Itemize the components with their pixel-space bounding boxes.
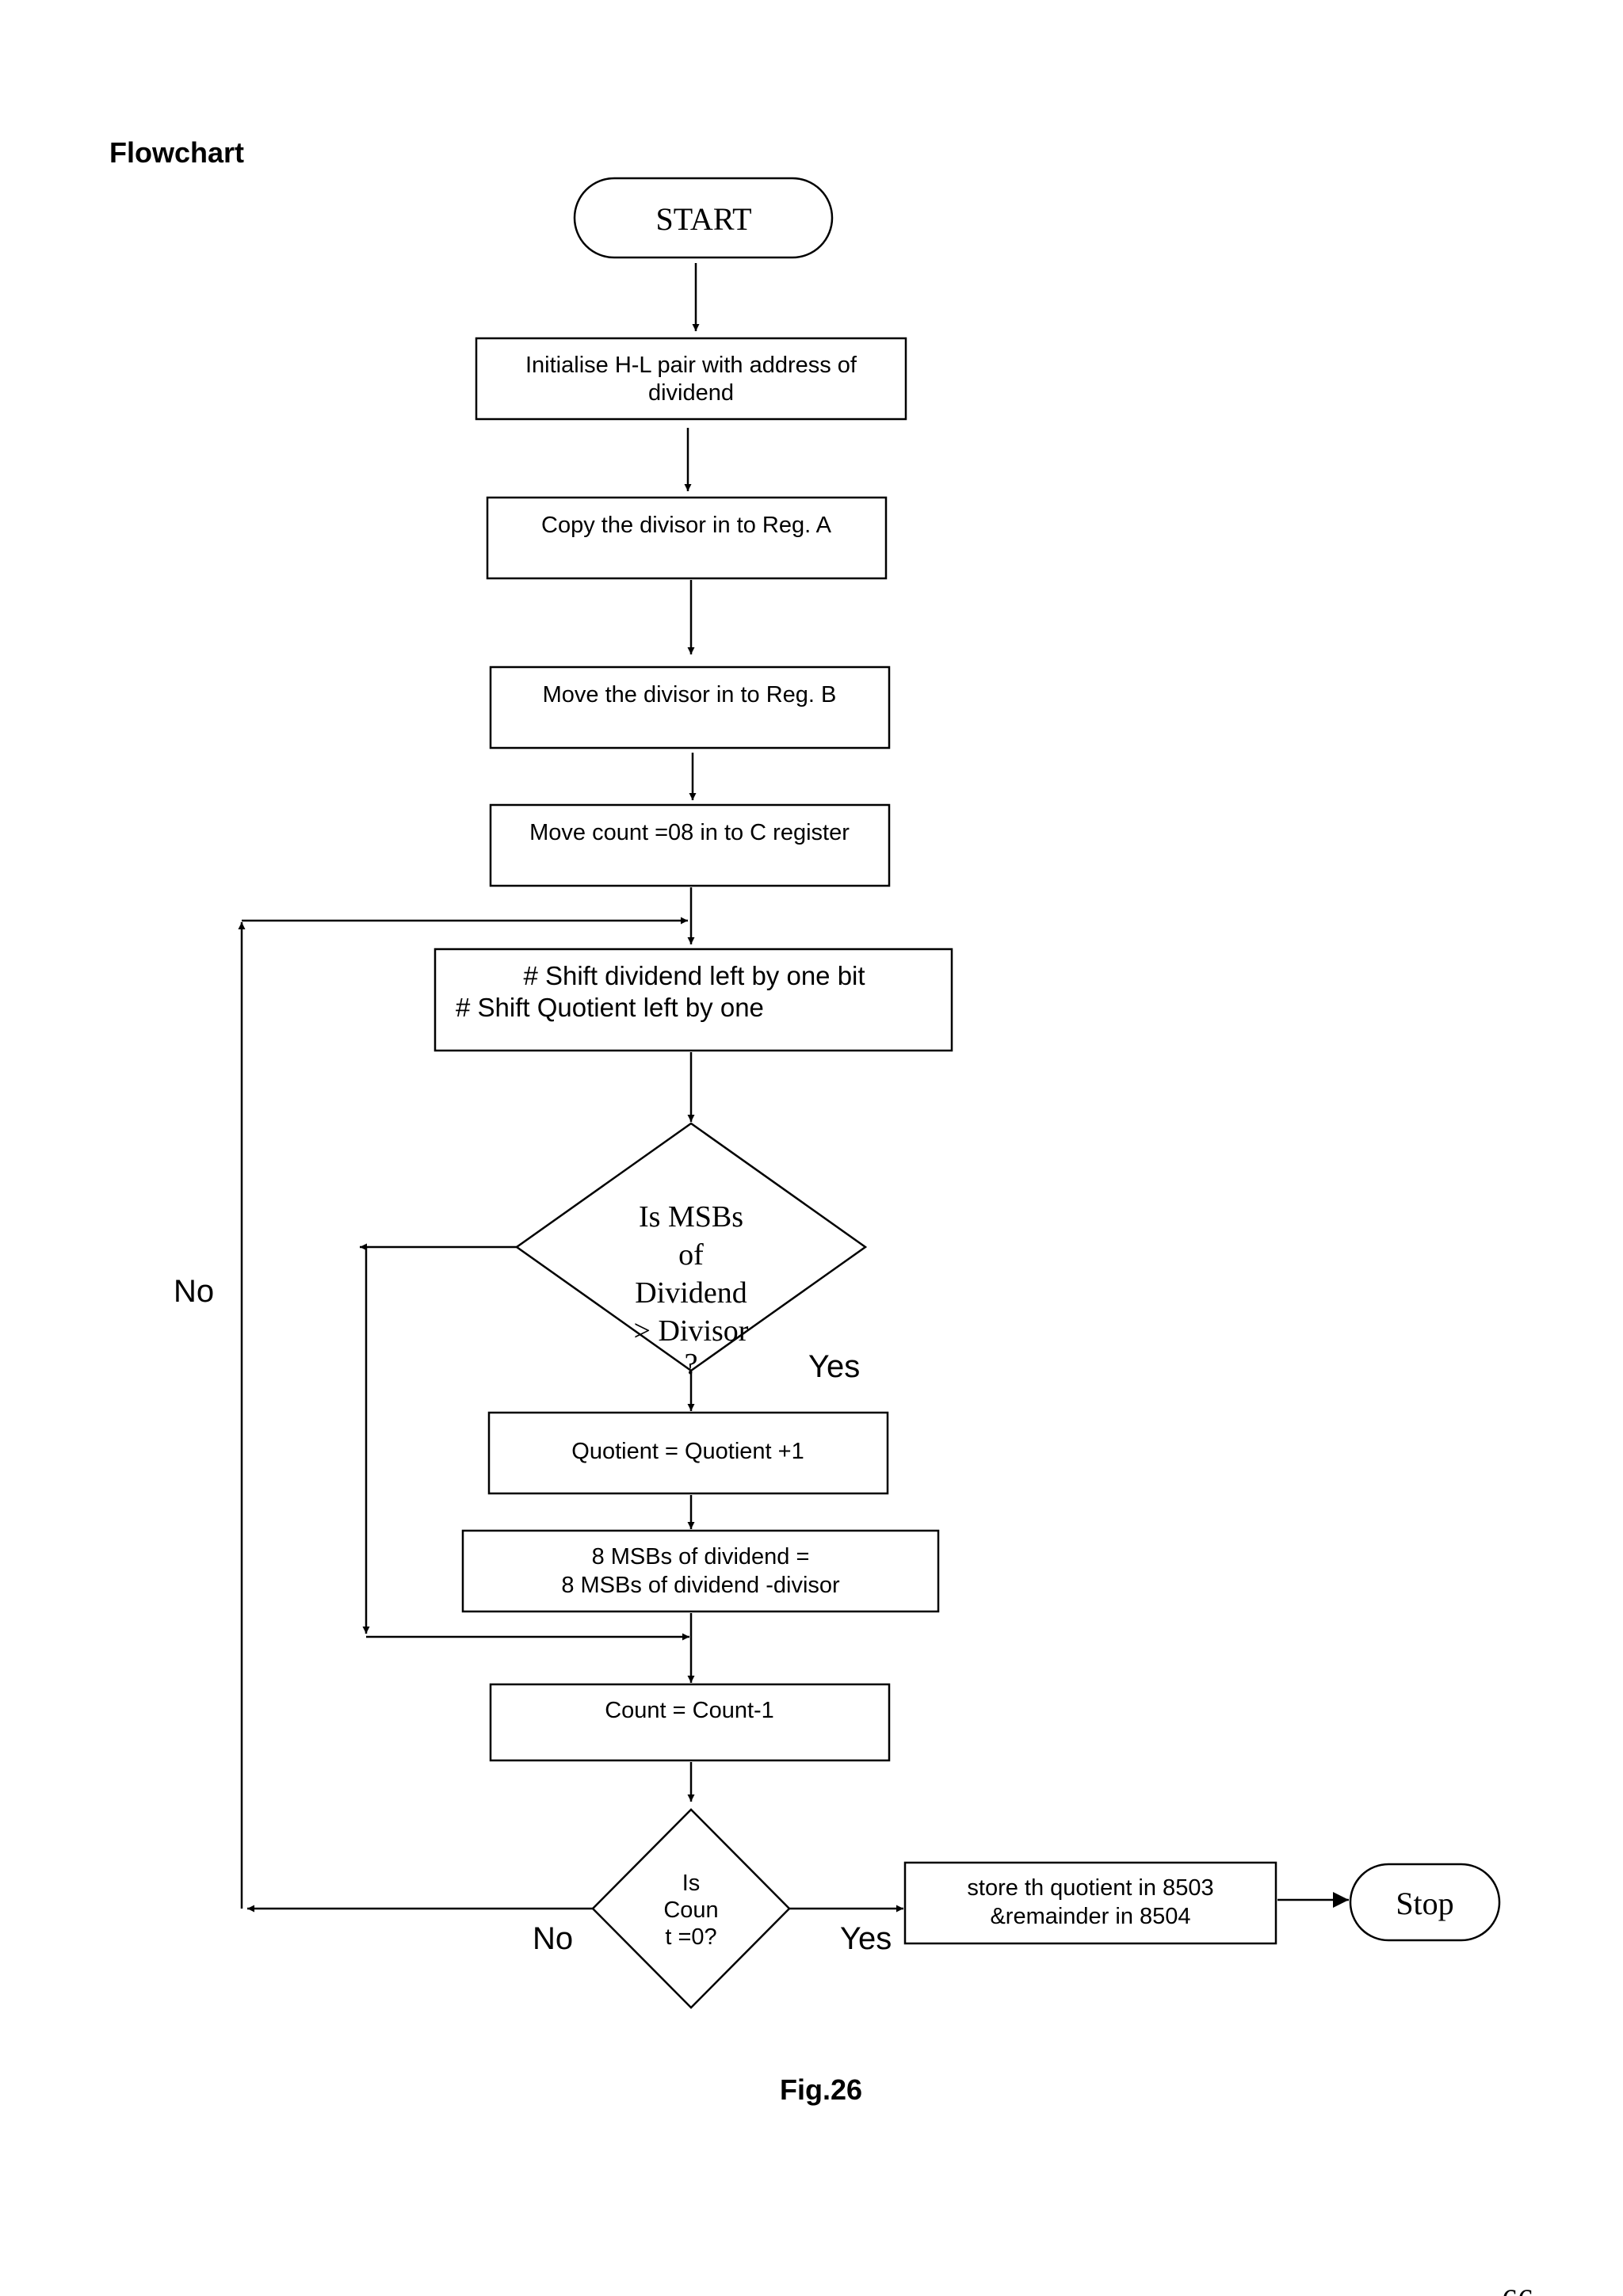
start-terminal: START: [573, 177, 834, 259]
msb-decision-line-2: of: [678, 1238, 704, 1272]
count-step-box: Count = Count-1: [489, 1683, 891, 1762]
init-step-box: Initialise H-L pair with address of divi…: [475, 337, 907, 421]
count-zero-decision-diamond: Is Coun t =0?: [591, 1808, 791, 2009]
stop-label: Stop: [1396, 1886, 1453, 1921]
count-step-label: Count = Count-1: [605, 1698, 774, 1723]
count-decision-line-2: Coun: [663, 1897, 718, 1923]
count-decision-line-3: t =0?: [665, 1924, 716, 1950]
move-count-box: Move count =08 in to C register: [489, 803, 891, 887]
start-label: START: [655, 201, 751, 237]
subtract-step-line-2: 8 MSBs of dividend -divisor: [561, 1573, 840, 1598]
store-step-box: store th quotient in 8503 &remainder in …: [903, 1861, 1277, 1945]
quotient-step-label: Quotient = Quotient +1: [571, 1439, 804, 1464]
page-number: 66: [1502, 2283, 1533, 2296]
move-divisor-box: Move the divisor in to Reg. B: [489, 666, 891, 749]
count-decision-line-1: Is: [682, 1871, 701, 1896]
loop-no-label: No: [174, 1274, 214, 1309]
msb-decision-line-3: Dividend: [635, 1276, 747, 1310]
shift-step-line-2: # Shift Quotient left by one: [456, 993, 764, 1022]
copy-divisor-label: Copy the divisor in to Reg. A: [541, 513, 832, 538]
move-divisor-label: Move the divisor in to Reg. B: [543, 682, 837, 707]
msb-decision-line-1: Is MSBs: [639, 1200, 743, 1234]
store-step-line-1: store th quotient in 8503: [967, 1875, 1213, 1901]
shift-step-box: # Shift dividend left by one bit # Shift…: [433, 948, 953, 1052]
subtract-step-line-1: 8 MSBs of dividend =: [592, 1544, 810, 1569]
move-count-label: Move count =08 in to C register: [529, 820, 850, 845]
count-yes-label: Yes: [840, 1921, 892, 1956]
msb-decision-diamond: Is MSBs of Dividend > Divisor ?: [514, 1122, 868, 1381]
copy-divisor-box: Copy the divisor in to Reg. A: [486, 496, 888, 580]
msb-decision-line-5: ?: [685, 1348, 698, 1381]
msb-decision-line-4: > Divisor: [634, 1314, 749, 1348]
stop-terminal: Stop: [1349, 1863, 1501, 1942]
flowchart-heading: Flowchart: [109, 136, 244, 169]
shift-step-line-1: # Shift dividend left by one bit: [523, 961, 865, 990]
init-step-line-2: dividend: [648, 380, 734, 406]
count-no-label: No: [533, 1921, 573, 1956]
init-step-line-1: Initialise H-L pair with address of: [525, 353, 857, 378]
figure-caption: Fig.26: [780, 2073, 862, 2106]
quotient-step-box: Quotient = Quotient +1: [487, 1411, 889, 1495]
subtract-step-box: 8 MSBs of dividend = 8 MSBs of dividend …: [461, 1529, 940, 1613]
msb-yes-label: Yes: [808, 1349, 860, 1384]
store-step-line-2: &remainder in 8504: [990, 1904, 1190, 1929]
